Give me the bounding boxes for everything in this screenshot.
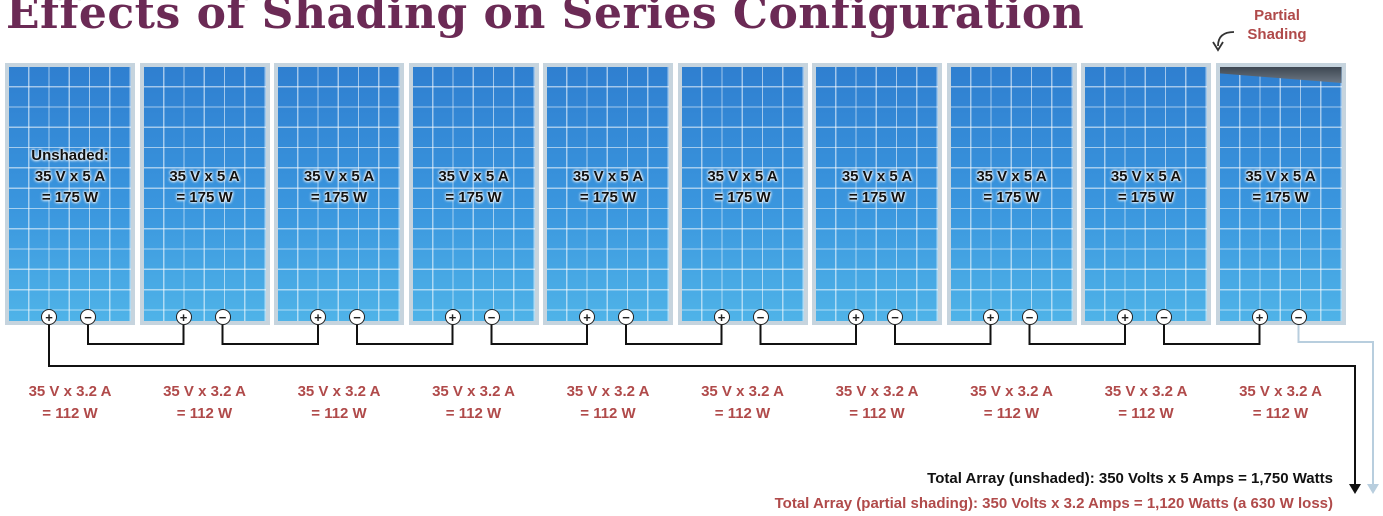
series-link-wire: [626, 325, 722, 344]
negative-terminal-icon: −: [215, 309, 231, 325]
shaded-output-label: 35 V x 3.2 A= 112 W: [1211, 381, 1351, 425]
shaded-output-line: 35 V x 3.2 A: [135, 381, 275, 403]
series-link-wire: [223, 325, 319, 344]
total-partial-shading: Total Array (partial shading): 350 Volts…: [775, 495, 1333, 512]
main-lead-arrow-icon: [1349, 484, 1361, 494]
shaded-output-line: = 112 W: [807, 403, 947, 425]
shaded-output-line: = 112 W: [404, 403, 544, 425]
shaded-output-line: 35 V x 3.2 A: [942, 381, 1082, 403]
positive-terminal-icon: +: [445, 309, 461, 325]
shaded-output-line: 35 V x 3.2 A: [404, 381, 544, 403]
series-link-wire: [895, 325, 991, 344]
negative-terminal-icon: −: [618, 309, 634, 325]
series-link-wire: [1030, 325, 1126, 344]
shaded-output-label: 35 V x 3.2 A= 112 W: [135, 381, 275, 425]
total-unshaded: Total Array (unshaded): 350 Volts x 5 Am…: [927, 470, 1333, 487]
shaded-output-label: 35 V x 3.2 A= 112 W: [404, 381, 544, 425]
shaded-output-line: = 112 W: [269, 403, 409, 425]
shaded-output-line: 35 V x 3.2 A: [1076, 381, 1216, 403]
shaded-output-label: 35 V x 3.2 A= 112 W: [942, 381, 1082, 425]
shaded-output-line: 35 V x 3.2 A: [269, 381, 409, 403]
shaded-output-label: 35 V x 3.2 A= 112 W: [538, 381, 678, 425]
shaded-output-label: 35 V x 3.2 A= 112 W: [1076, 381, 1216, 425]
shaded-output-line: 35 V x 3.2 A: [0, 381, 140, 403]
negative-terminal-icon: −: [349, 309, 365, 325]
shaded-output-label: 35 V x 3.2 A= 112 W: [269, 381, 409, 425]
shaded-output-line: 35 V x 3.2 A: [673, 381, 813, 403]
series-link-wire: [357, 325, 453, 344]
shaded-output-label: 35 V x 3.2 A= 112 W: [807, 381, 947, 425]
return-lead-arrow-icon: [1367, 484, 1379, 494]
shaded-output-line: = 112 W: [673, 403, 813, 425]
positive-terminal-icon: +: [983, 309, 999, 325]
positive-terminal-icon: +: [714, 309, 730, 325]
negative-terminal-icon: −: [753, 309, 769, 325]
shaded-output-line: 35 V x 3.2 A: [807, 381, 947, 403]
shaded-output-line: = 112 W: [0, 403, 140, 425]
positive-terminal-icon: +: [310, 309, 326, 325]
series-link-wire: [1164, 325, 1260, 344]
shaded-output-line: 35 V x 3.2 A: [538, 381, 678, 403]
positive-terminal-icon: +: [41, 309, 57, 325]
negative-terminal-icon: −: [887, 309, 903, 325]
series-link-wire: [492, 325, 588, 344]
positive-terminal-icon: +: [848, 309, 864, 325]
positive-terminal-icon: +: [579, 309, 595, 325]
shaded-output-line: = 112 W: [942, 403, 1082, 425]
positive-terminal-icon: +: [1117, 309, 1133, 325]
negative-terminal-icon: −: [1156, 309, 1172, 325]
shaded-output-label: 35 V x 3.2 A= 112 W: [673, 381, 813, 425]
negative-terminal-icon: −: [1291, 309, 1307, 325]
negative-terminal-icon: −: [80, 309, 96, 325]
shaded-output-line: = 112 W: [1211, 403, 1351, 425]
shaded-output-line: 35 V x 3.2 A: [1211, 381, 1351, 403]
positive-terminal-icon: +: [176, 309, 192, 325]
shaded-output-line: = 112 W: [538, 403, 678, 425]
negative-terminal-icon: −: [1022, 309, 1038, 325]
series-link-wire: [761, 325, 857, 344]
negative-terminal-icon: −: [484, 309, 500, 325]
shaded-output-label: 35 V x 3.2 A= 112 W: [0, 381, 140, 425]
shaded-output-line: = 112 W: [135, 403, 275, 425]
shaded-output-line: = 112 W: [1076, 403, 1216, 425]
series-link-wire: [88, 325, 184, 344]
positive-terminal-icon: +: [1252, 309, 1268, 325]
